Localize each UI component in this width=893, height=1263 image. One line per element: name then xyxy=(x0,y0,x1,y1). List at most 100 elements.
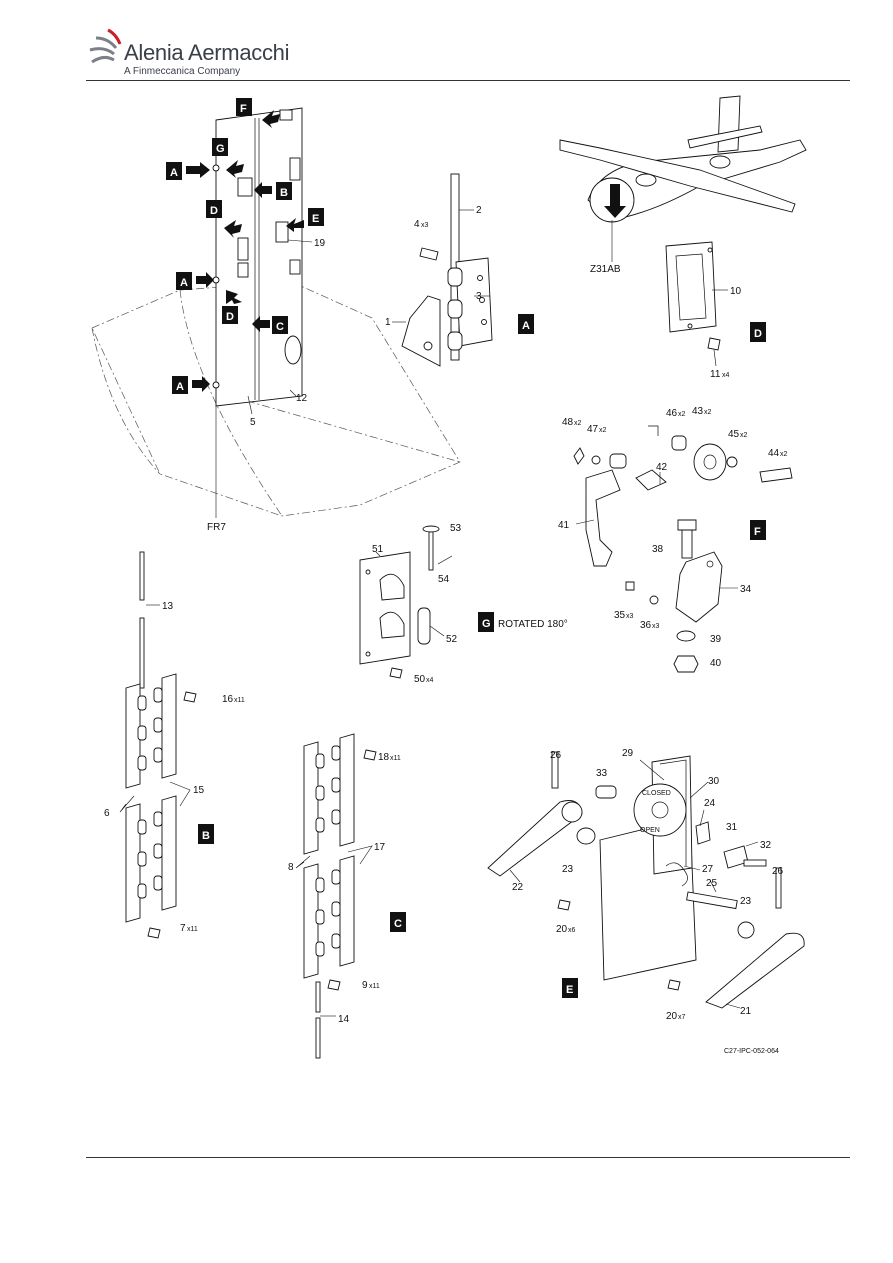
callout-25: 25 xyxy=(706,878,718,889)
callout-13: 13 xyxy=(162,601,174,612)
callout-33: 33 xyxy=(596,768,608,779)
main-door-panel-view xyxy=(91,107,461,518)
callout-14: 14 xyxy=(338,1014,350,1025)
callout-54: 54 xyxy=(438,574,450,585)
callout-30: 30 xyxy=(708,776,720,787)
callout-6: 6 xyxy=(104,808,110,819)
dial-closed-text: CLOSED xyxy=(642,790,671,797)
callout-29: 29 xyxy=(622,748,634,759)
callout-10: 10 xyxy=(730,286,742,297)
svg-text:G: G xyxy=(216,143,225,155)
aircraft-locator-view xyxy=(559,95,807,262)
callout-21: 21 xyxy=(740,1006,752,1017)
callout-18: 18 xyxy=(378,752,390,763)
key-D1: D xyxy=(206,200,222,218)
callout-8: 8 xyxy=(288,862,294,873)
callout-48: 48 xyxy=(562,417,574,428)
callout-3: 3 xyxy=(476,291,482,302)
header-rule xyxy=(86,80,850,81)
svg-text:F: F xyxy=(754,526,761,538)
callout-40: 40 xyxy=(710,658,722,669)
key-F: F xyxy=(236,98,252,116)
callout-20a-qty: x6 xyxy=(568,927,576,934)
callout-20b: 20 xyxy=(666,1011,678,1022)
callout-4-qty: x3 xyxy=(421,222,429,229)
callout-47-qty: x2 xyxy=(599,427,607,434)
detail-b-piano-hinge xyxy=(119,551,197,939)
callout-23a: 23 xyxy=(562,864,574,875)
svg-text:A: A xyxy=(180,277,188,289)
callout-27: 27 xyxy=(702,864,714,875)
callout-11: 11 xyxy=(710,369,721,380)
callout-11-qty: x4 xyxy=(722,372,730,379)
callout-46-qty: x2 xyxy=(678,411,686,418)
svg-text:G: G xyxy=(482,618,491,630)
callout-36: 36 xyxy=(640,620,652,631)
callout-36-qty: x3 xyxy=(652,623,660,630)
callout-9: 9 xyxy=(362,980,368,991)
callout-15: 15 xyxy=(193,785,205,796)
callout-43: 43 xyxy=(692,406,704,417)
exploded-parts-diagram: F G A B D E A D C A 19 12 5 FR7 xyxy=(91,95,807,1059)
callout-12: 12 xyxy=(296,393,308,404)
key-B: B xyxy=(276,182,292,200)
callout-31: 31 xyxy=(726,822,738,833)
callout-42: 42 xyxy=(656,462,668,473)
key-E-detail: E xyxy=(562,978,578,998)
callout-7-qty: x11 xyxy=(187,926,198,933)
detail-key-labels: F G A B D E A D C A xyxy=(166,98,324,394)
callout-32: 32 xyxy=(760,840,772,851)
frame-label: FR7 xyxy=(207,522,226,533)
callout-50-qty: x4 xyxy=(426,677,434,684)
detail-g-bracket xyxy=(359,525,453,679)
svg-text:B: B xyxy=(280,187,288,199)
callout-1: 1 xyxy=(385,317,391,328)
callout-22: 22 xyxy=(512,882,524,893)
svg-text:D: D xyxy=(226,311,234,323)
callout-46: 46 xyxy=(666,408,678,419)
swoosh-logo-icon xyxy=(89,28,122,64)
callout-47: 47 xyxy=(587,424,599,435)
key-D-detail: D xyxy=(750,322,766,342)
detail-c-piano-hinge xyxy=(295,733,377,1059)
svg-text:B: B xyxy=(202,830,210,842)
key-G: G xyxy=(212,138,228,156)
detail-e-handle-mechanism: CLOSED OPEN xyxy=(487,751,805,1009)
key-D2: D xyxy=(222,306,238,324)
callout-23b: 23 xyxy=(740,896,752,907)
callout-45: 45 xyxy=(728,429,740,440)
callout-9-qty: x11 xyxy=(369,983,380,990)
detail-a-hinge xyxy=(392,173,493,367)
key-B-detail: B xyxy=(198,824,214,844)
svg-text:E: E xyxy=(566,984,573,996)
zone-label: Z31AB xyxy=(590,264,621,275)
callout-17: 17 xyxy=(374,842,386,853)
callout-26b: 26 xyxy=(772,866,784,877)
callout-34: 34 xyxy=(740,584,752,595)
svg-text:D: D xyxy=(754,328,762,340)
svg-text:D: D xyxy=(210,205,218,217)
callout-18-qty: x11 xyxy=(390,755,401,762)
svg-text:E: E xyxy=(312,213,319,225)
svg-text:A: A xyxy=(170,167,178,179)
detail-f-latch xyxy=(573,425,793,673)
callout-53: 53 xyxy=(450,523,462,534)
callout-4: 4 xyxy=(414,219,420,230)
page-header: Alenia Aermacchi A Finmeccanica Company xyxy=(0,0,893,84)
callout-38: 38 xyxy=(652,544,664,555)
key-F-detail: F xyxy=(750,520,766,540)
key-A-detail: A xyxy=(518,314,534,334)
footer-rule xyxy=(86,1157,850,1158)
svg-text:C: C xyxy=(276,321,284,333)
callout-50: 50 xyxy=(414,674,426,685)
rotated-note: ROTATED 180° xyxy=(498,619,568,630)
svg-text:C: C xyxy=(394,918,402,930)
figure-code: C27-IPC-052-064 xyxy=(724,1048,779,1055)
callout-48-qty: x2 xyxy=(574,420,582,427)
callout-7: 7 xyxy=(180,923,186,934)
callout-35: 35 xyxy=(614,610,626,621)
callout-41: 41 xyxy=(558,520,570,531)
key-E: E xyxy=(308,208,324,226)
callout-39: 39 xyxy=(710,634,722,645)
callout-52: 52 xyxy=(446,634,458,645)
